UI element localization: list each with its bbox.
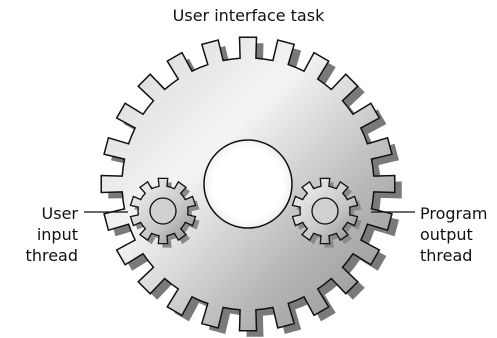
user-input-thread-label: User input thread (0, 203, 78, 266)
label-line: User (41, 204, 78, 223)
small-gear-left-hub (149, 197, 177, 225)
large-gear-icon (100, 36, 402, 337)
small-gear-right-hub (311, 197, 339, 225)
large-gear-center-hole (203, 139, 293, 229)
label-line: Program (420, 204, 488, 223)
small-gear-icon (291, 177, 362, 248)
small-gear-icon (129, 177, 200, 248)
label-line: thread (420, 246, 473, 265)
label-line: output (420, 225, 473, 244)
label-line: thread (25, 246, 78, 265)
diagram-title: User interface task (172, 6, 325, 25)
program-output-thread-label: Program output thread (420, 203, 497, 266)
label-line: input (36, 225, 78, 244)
